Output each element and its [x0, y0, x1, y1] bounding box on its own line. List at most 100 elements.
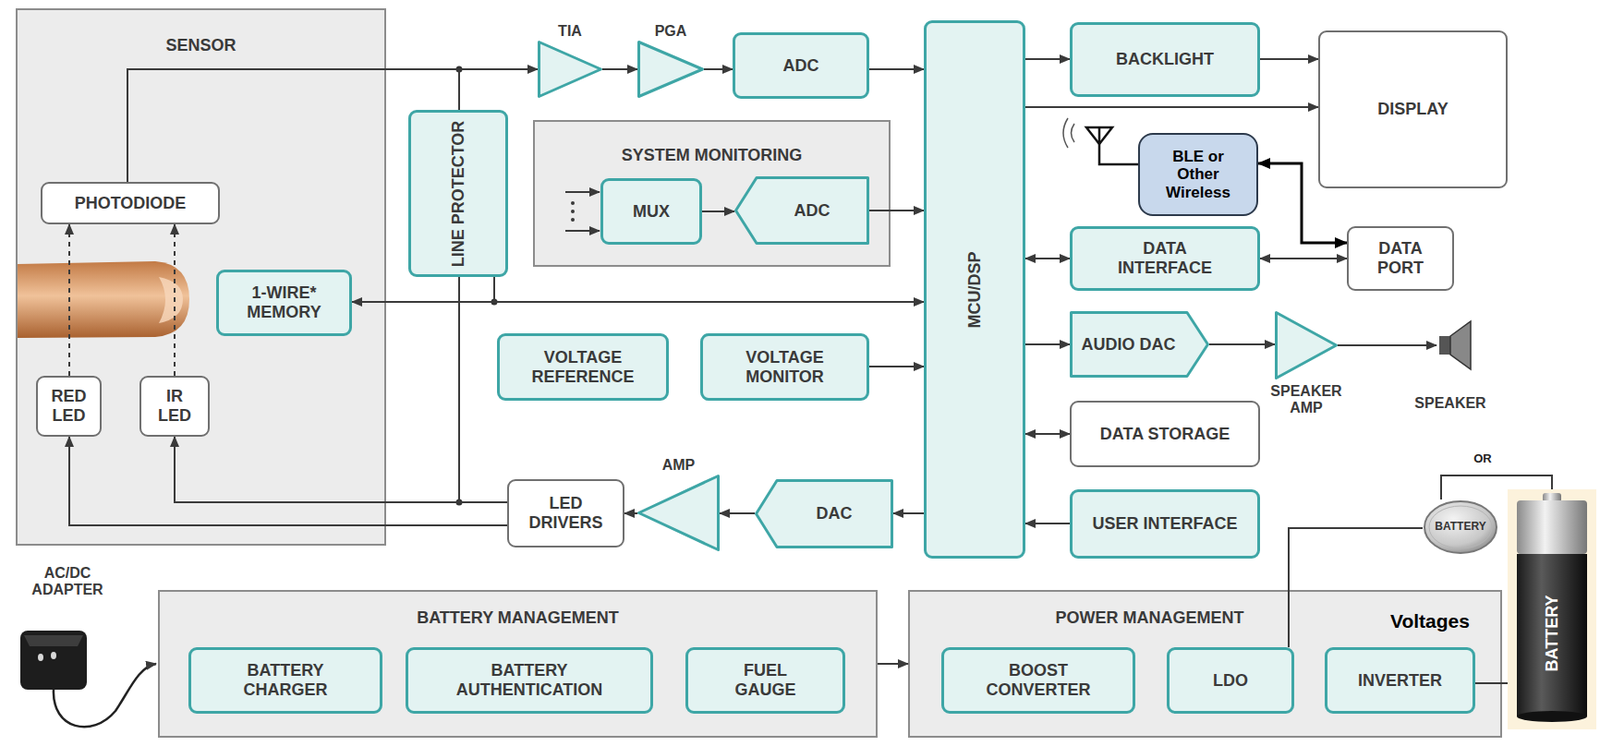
shape-outline [637, 40, 704, 98]
shape-fill [639, 476, 719, 551]
free-label: Voltages [1390, 610, 1502, 633]
box-label: BATTERY [1542, 532, 1563, 736]
box-label: LDO [1212, 671, 1249, 691]
label-holder: AMP [637, 457, 720, 474]
box-label: DATA PORT [1361, 239, 1440, 278]
box-label: PHOTODIODE [74, 193, 187, 214]
box-label: AUDIO DAC [1081, 335, 1176, 355]
shape-outline [1274, 311, 1338, 380]
connector [702, 210, 735, 213]
box-label: ADC [794, 201, 831, 221]
connector [1025, 257, 1070, 260]
band-heading: SENSOR [15, 36, 387, 56]
label-holder: MCU/DSP [965, 27, 985, 552]
component-box: VOLTAGE REFERENCE [496, 333, 669, 401]
adapter-body [20, 630, 87, 691]
fingernail [158, 277, 183, 324]
box-label: 1-WIRE* MEMORY [228, 283, 340, 322]
radio-wave [1071, 123, 1076, 143]
label-holder: Voltages [1390, 610, 1502, 633]
box-label: INVERTER [1357, 671, 1443, 691]
antenna-wire [1099, 127, 1139, 165]
converter-pentagon: AUDIO DAC [1069, 311, 1210, 378]
box-label: BLE or Other Wireless [1158, 147, 1238, 203]
group-band: SENSOR PHOTODIODE RED LED IR LED 1-WIRE* MEM… [15, 8, 387, 546]
cylinder-battery: BATTERY [1507, 489, 1597, 730]
box-label: MUX [632, 202, 670, 222]
label-holder: SPEAKER [1399, 395, 1502, 413]
amplifier-triangle: TIA [537, 40, 603, 98]
amplifier-label: TIA [537, 23, 603, 40]
component-box: 1-WIRE* MEMORY [216, 269, 352, 337]
free-label: OR [1459, 452, 1506, 467]
connector [624, 512, 638, 515]
ellipsis-dot [570, 209, 575, 214]
box-label: DATA INTERFACE [1094, 239, 1236, 278]
box-label: BATTERY AUTHENTICATION [421, 661, 638, 700]
box-label: VOLTAGE REFERENCE [512, 348, 654, 387]
box-label: IR LED [152, 387, 197, 425]
label-holder: BATTERY [1542, 532, 1563, 736]
component-box: DATA INTERFACE [1069, 226, 1261, 291]
component-box: RED LED [36, 375, 102, 437]
shape-fill [539, 42, 602, 97]
box-label: VOLTAGE MONITOR [715, 348, 854, 387]
amplifier-triangle: SPEAKER AMP [1274, 311, 1338, 380]
shape-fill [639, 42, 704, 97]
input-wire [565, 230, 600, 232]
group-band: BATTERY MANAGEMENTBATTERY CHARGERBATTERY… [157, 590, 878, 739]
coin-rim [1429, 506, 1492, 549]
label-holder: PGA [637, 23, 704, 40]
adapter-face [24, 635, 84, 647]
finger-illustration [17, 261, 190, 339]
box-label: RED LED [43, 387, 95, 425]
box-label: BACKLIGHT [1115, 49, 1214, 70]
battery-base [1516, 711, 1588, 723]
component-box: VOLTAGE MONITOR [700, 333, 870, 401]
box-label: BATTERY CHARGER [204, 661, 367, 700]
coin-battery: BATTERY [1422, 499, 1499, 556]
connector [1025, 106, 1319, 109]
amplifier-label: AMP [637, 457, 720, 474]
connector [1260, 58, 1319, 61]
component-box: LINE PROTECTOR [408, 109, 509, 278]
band-heading: SYSTEM MONITORING [533, 145, 891, 166]
shape-outline [537, 40, 603, 98]
box-label: BOOST CONVERTER [957, 661, 1120, 700]
connector [68, 224, 71, 376]
amplifier-label: SPEAKER AMP [1263, 383, 1349, 418]
adapter-pin [50, 652, 57, 660]
connector [869, 365, 924, 368]
battery-top [1516, 500, 1588, 555]
box-label: LED DRIVERS [516, 494, 616, 533]
speaker-symbol [1450, 321, 1471, 370]
adapter-cord [53, 664, 157, 728]
component-box: BOOST CONVERTER [941, 647, 1136, 715]
component-box: FUEL GAUGE [685, 647, 846, 715]
connector [1475, 682, 1508, 685]
speaker-wire [1337, 344, 1437, 347]
shape-outline [637, 474, 720, 552]
box-label: DISPLAY [1377, 99, 1448, 120]
component-box: LED DRIVERS [507, 479, 625, 548]
connector [1025, 343, 1070, 346]
wireless-box: BLE or Other Wireless [1138, 133, 1259, 217]
converter-pentagon: ADC [734, 176, 870, 245]
box-label: BATTERY [1434, 521, 1486, 534]
connector [869, 68, 924, 71]
component-box: BATTERY CHARGER [188, 647, 383, 715]
component-box: ADC [732, 32, 870, 99]
connector [1025, 58, 1070, 61]
connector [877, 663, 909, 666]
radio-wave [1063, 118, 1068, 148]
component-box: PHOTODIODE [40, 181, 220, 225]
amplifier-triangle: AMP [637, 474, 720, 552]
connector [703, 68, 733, 71]
connector [719, 512, 755, 515]
box-label: DAC [816, 504, 853, 524]
coin-face [1424, 501, 1497, 554]
connector [1025, 522, 1070, 525]
box-label: LINE PROTECTOR [448, 117, 469, 270]
component-box: DISPLAY [1318, 30, 1508, 189]
connector [174, 436, 508, 503]
